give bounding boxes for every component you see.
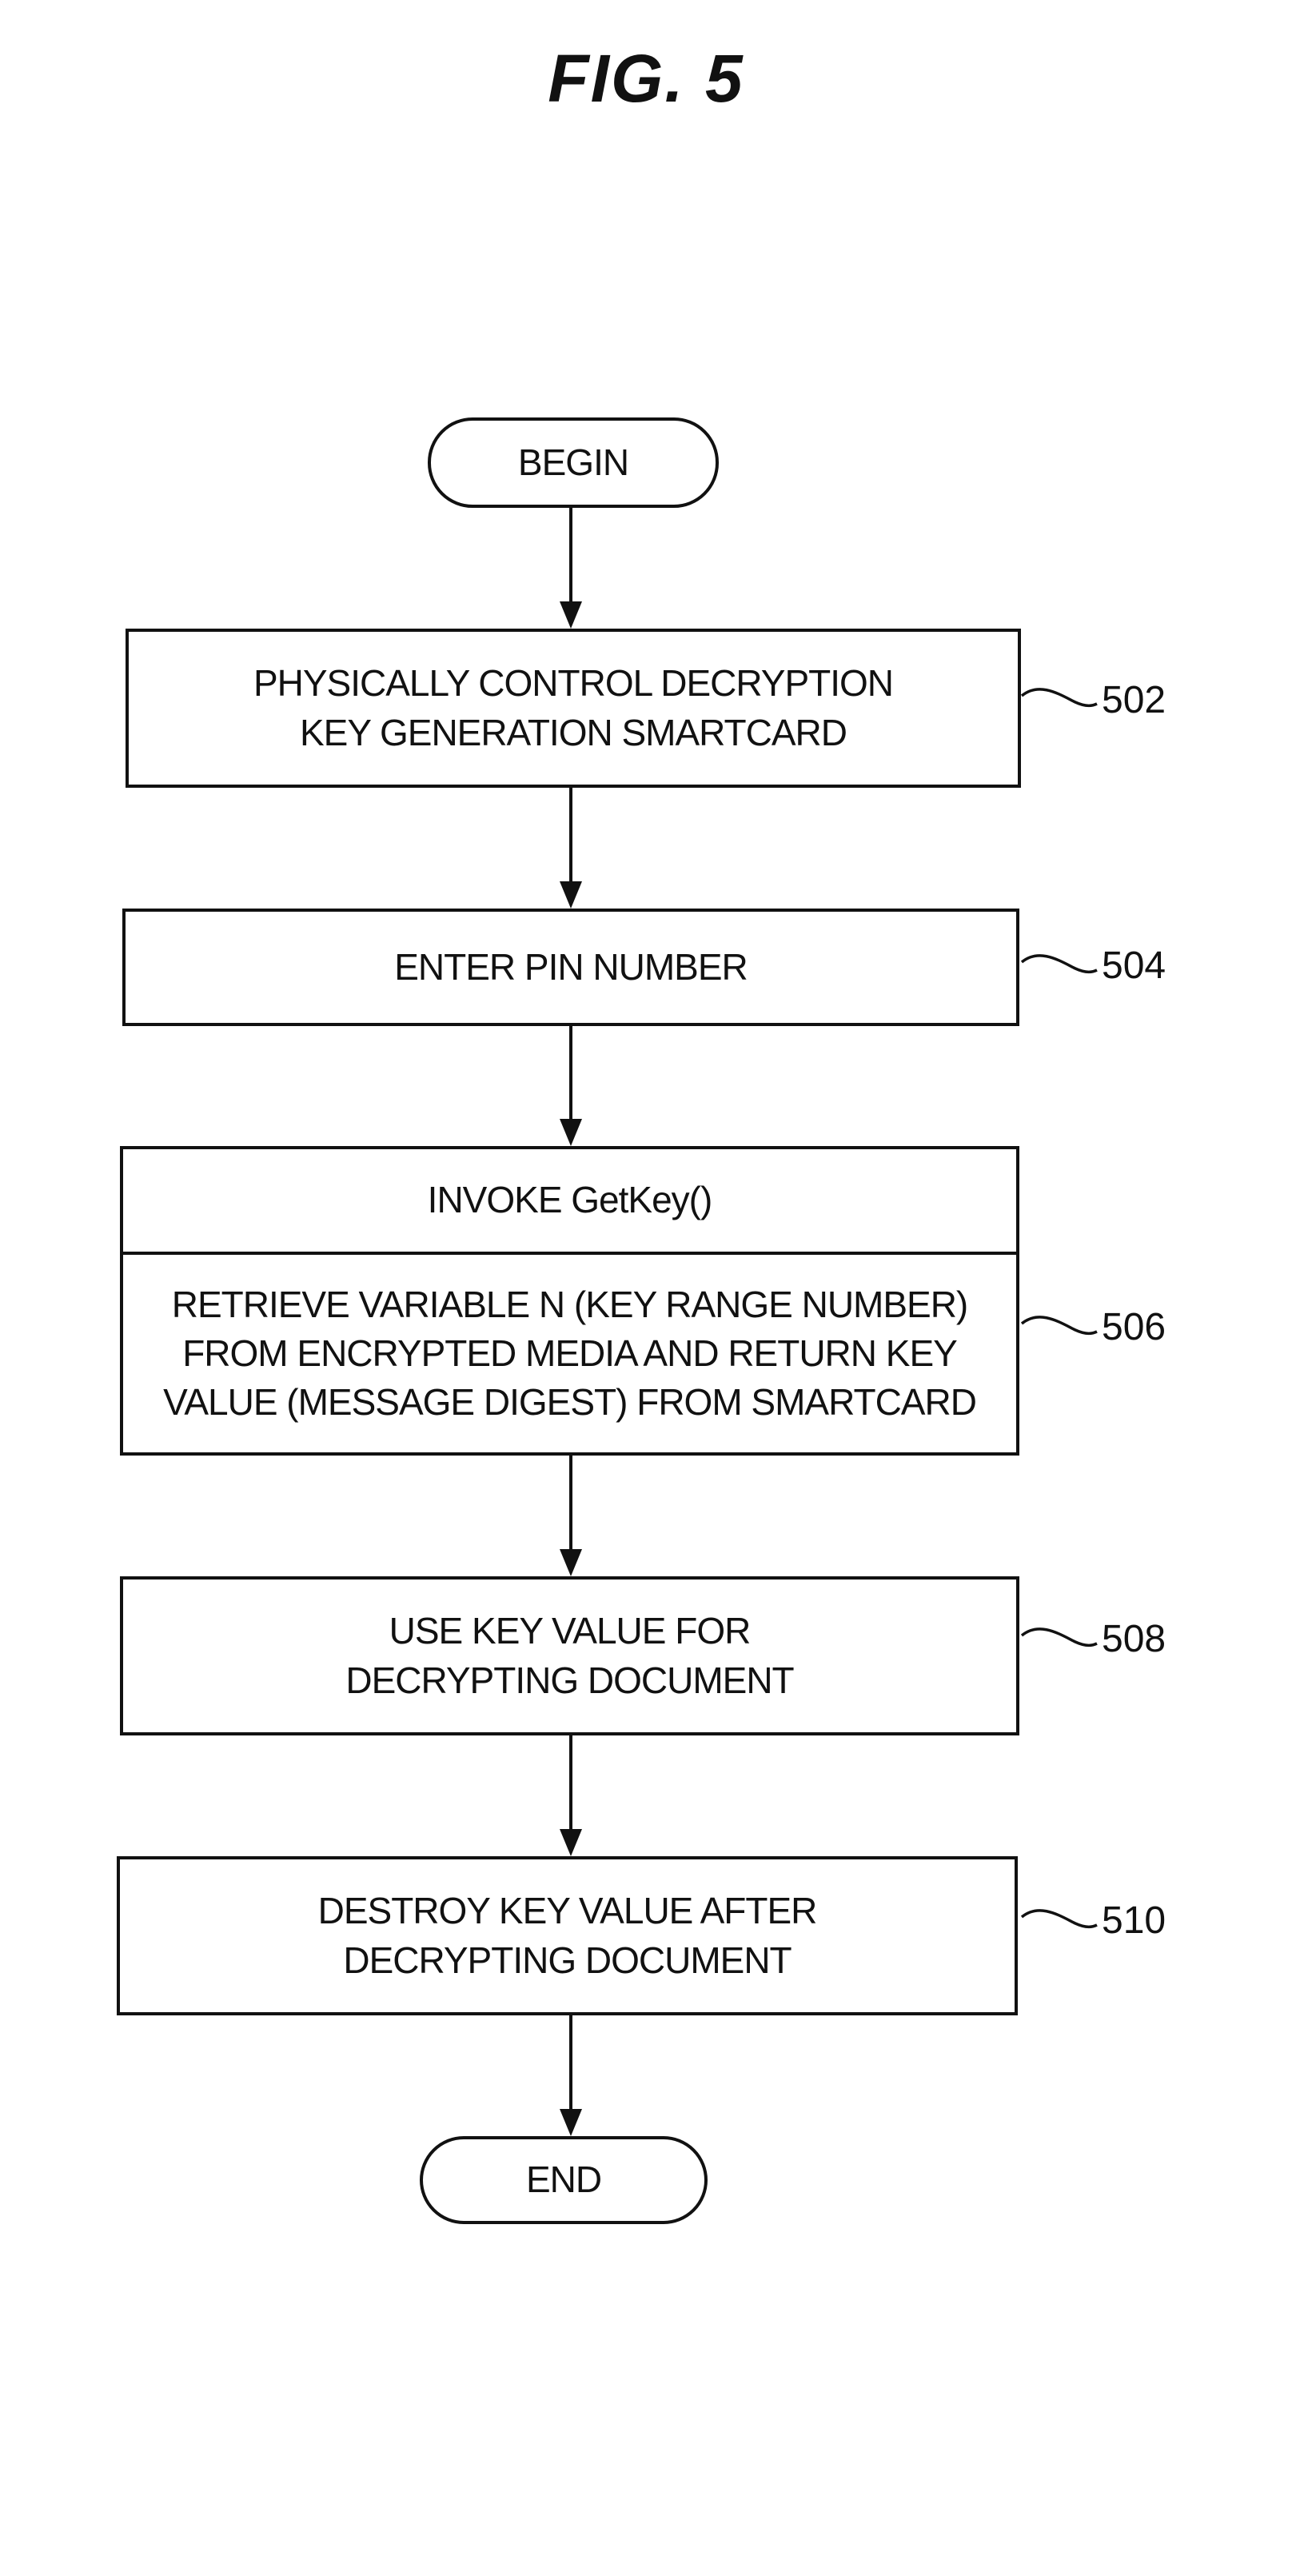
step-502-label: PHYSICALLY CONTROL DECRYPTION KEY GENERA… bbox=[253, 662, 894, 753]
step-510-label: DESTROY KEY VALUE AFTER DECRYPTING DOCUM… bbox=[317, 1890, 818, 1981]
arrowhead-3 bbox=[560, 1119, 582, 1146]
step-502-box: PHYSICALLY CONTROL DECRYPTION KEY GENERA… bbox=[126, 629, 1021, 788]
step-506-box: INVOKE GetKey() RETRIEVE VARIABLE N (KEY… bbox=[120, 1146, 1019, 1456]
step-506-header-section: INVOKE GetKey() bbox=[123, 1149, 1016, 1255]
ref-506: 506 bbox=[1102, 1306, 1166, 1348]
begin-label: BEGIN bbox=[517, 441, 629, 483]
figure-title: FIG. 5 bbox=[548, 41, 744, 116]
end-terminal: END bbox=[420, 2136, 708, 2224]
ref-502: 502 bbox=[1102, 679, 1166, 721]
step-506-header-label: INVOKE GetKey() bbox=[427, 1179, 713, 1221]
leader-508 bbox=[1020, 1627, 1098, 1647]
arrowhead-6 bbox=[560, 2109, 582, 2136]
begin-terminal: BEGIN bbox=[428, 417, 719, 508]
step-508-box: USE KEY VALUE FOR DECRYPTING DOCUMENT bbox=[120, 1576, 1019, 1735]
leader-504 bbox=[1020, 954, 1098, 974]
step-510-box: DESTROY KEY VALUE AFTER DECRYPTING DOCUM… bbox=[117, 1856, 1018, 2015]
step-504-label: ENTER PIN NUMBER bbox=[394, 945, 748, 988]
end-label: END bbox=[525, 2159, 602, 2201]
arrowhead-1 bbox=[560, 601, 582, 629]
ref-508: 508 bbox=[1102, 1618, 1166, 1660]
leader-506 bbox=[1020, 1316, 1098, 1336]
arrowhead-2 bbox=[560, 881, 582, 909]
leader-502 bbox=[1020, 688, 1098, 708]
step-506-body-section: RETRIEVE VARIABLE N (KEY RANGE NUMBER) F… bbox=[123, 1255, 1016, 1452]
step-504-box: ENTER PIN NUMBER bbox=[122, 909, 1019, 1026]
step-508-label: USE KEY VALUE FOR DECRYPTING DOCUMENT bbox=[345, 1610, 794, 1701]
ref-510: 510 bbox=[1102, 1899, 1166, 1942]
step-506-body-label: RETRIEVE VARIABLE N (KEY RANGE NUMBER) F… bbox=[163, 1283, 977, 1424]
ref-504: 504 bbox=[1102, 945, 1166, 987]
leader-510 bbox=[1020, 1909, 1098, 1929]
arrowhead-5 bbox=[560, 1829, 582, 1856]
arrowhead-4 bbox=[560, 1549, 582, 1576]
